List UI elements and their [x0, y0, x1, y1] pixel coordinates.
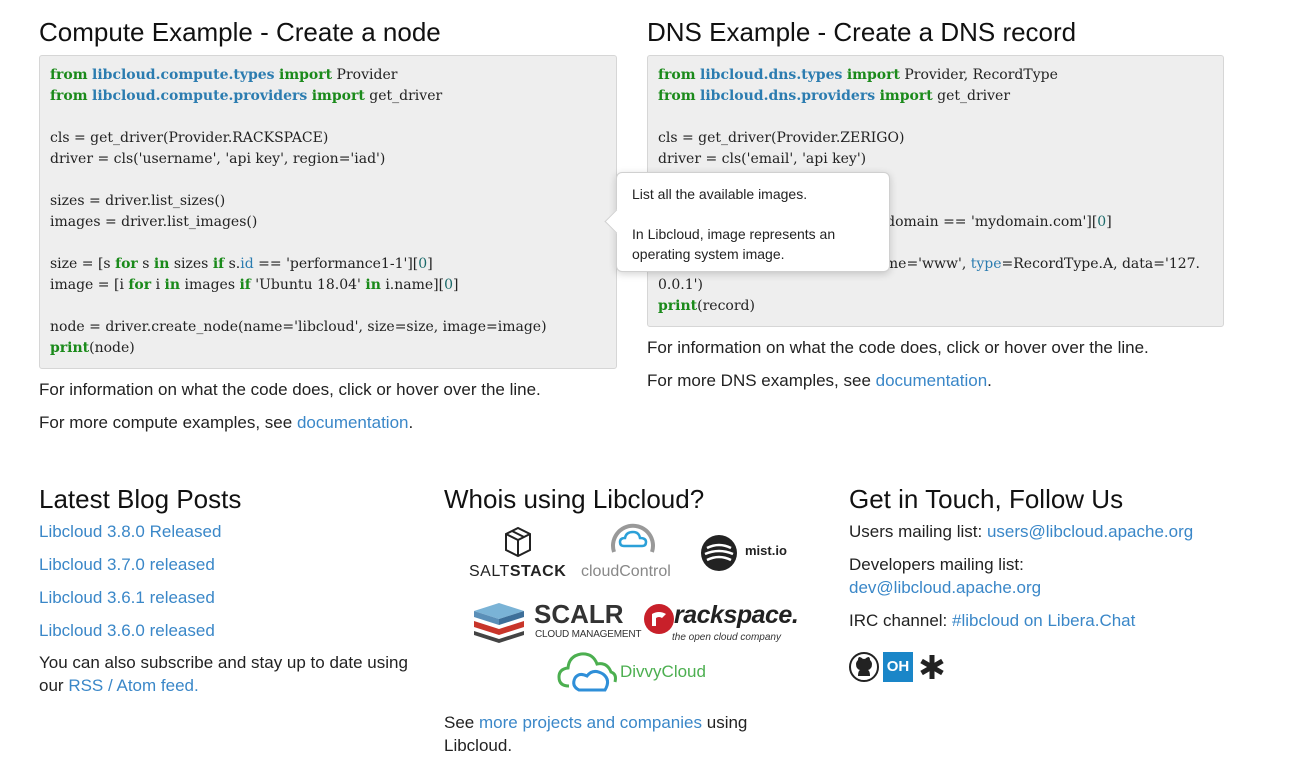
saltstack-logo[interactable]: SALTSTACK [466, 524, 568, 582]
dns-info-text: For information on what the code does, c… [647, 338, 1149, 357]
rackspace-subtitle: the open cloud company [672, 632, 781, 643]
compute-more-suffix: . [408, 413, 414, 432]
code-line[interactable]: cls = get_driver(Provider.RACKSPACE) [50, 130, 329, 146]
see-suffix: using Libcloud. [444, 713, 748, 755]
tooltip-line-1: List all the available images. [632, 186, 808, 202]
compute-info-text: For information on what the code does, c… [39, 380, 541, 399]
code-line[interactable]: image = [i for i in images if 'Ubuntu 18… [50, 277, 459, 293]
code-line-blank [50, 296, 606, 317]
code-tooltip: List all the available images. In Libclo… [616, 172, 890, 272]
openhub-icon[interactable]: OH [883, 652, 913, 682]
users-title: Whois using Libcloud? [444, 484, 705, 514]
users-mailing-list: Users mailing list: users@libcloud.apach… [849, 520, 1193, 543]
compute-documentation-link[interactable]: documentation [296, 413, 409, 432]
cloudcontrol-wordmark: cloudControl [581, 563, 671, 580]
blog-post-link[interactable]: Libcloud 3.8.0 Released [39, 522, 222, 541]
code-line[interactable]: node = driver.create_node(name='libcloud… [50, 319, 547, 335]
asterisk-icon[interactable] [917, 652, 947, 682]
code-line-blank [658, 107, 1213, 128]
dns-title: DNS Example - Create a DNS record [647, 17, 1077, 47]
blog-post-link[interactable]: Libcloud 3.6.0 released [39, 621, 215, 640]
rackspace-mark-icon [644, 604, 674, 634]
compute-more-text: For more compute examples, see documenta… [39, 411, 413, 434]
users-email-link[interactable]: users@libcloud.apache.org [986, 522, 1194, 541]
divvycloud-wordmark: DivvyCloud [620, 662, 706, 681]
saltstack-cube-icon [505, 526, 531, 558]
divvycloud-logo[interactable]: DivvyCloud [557, 650, 707, 694]
rss-feed-link[interactable]: RSS / Atom feed. [68, 676, 199, 695]
code-line[interactable]: 0.0.1') [658, 277, 703, 293]
code-line[interactable]: size = [s for s in sizes if s.id == 'per… [50, 256, 433, 272]
tooltip-line-2: In Libcloud, image represents an operati… [632, 226, 836, 262]
dev-email-link[interactable]: dev@libcloud.apache.org [849, 578, 1042, 597]
scalr-wordmark: SCALR [534, 599, 624, 629]
code-line[interactable]: driver = cls('email', 'api key') [658, 151, 867, 167]
scalr-subtitle: CLOUD MANAGEMENT [535, 629, 642, 640]
code-line-blank [50, 233, 606, 254]
see-more-text: See more projects and companies using Li… [444, 711, 784, 757]
dev-mailing-label: Developers mailing list: [849, 555, 1024, 574]
scalr-logo[interactable]: SCALR CLOUD MANAGEMENT [472, 599, 641, 644]
users-mailing-label: Users mailing list: [849, 522, 983, 541]
irc-channel: IRC channel: #libcloud on Libera.Chat [849, 609, 1135, 632]
code-line[interactable]: print(node) [50, 340, 135, 356]
compute-more-prefix: For more compute examples, see [39, 413, 297, 432]
dns-more-suffix: . [987, 371, 992, 390]
code-line-blank [50, 170, 606, 191]
subscribe-text: You can also subscribe and stay up to da… [39, 653, 408, 695]
code-line-blank [50, 107, 606, 128]
scalr-stack-icon [474, 603, 524, 643]
dev-mailing-list: Developers mailing list: dev@libcloud.apa… [849, 553, 1041, 599]
code-line[interactable]: sizes = driver.list_sizes() [50, 193, 226, 209]
divvycloud-cloud-icon [557, 652, 617, 692]
code-line[interactable]: from libcloud.compute.types import Provi… [50, 67, 398, 83]
blog-title: Latest Blog Posts [39, 484, 242, 514]
mist-wordmark: mist.io [745, 543, 787, 558]
contact-title: Get in Touch, Follow Us [849, 484, 1124, 514]
blog-subscribe-text: You can also subscribe and stay up to da… [39, 651, 424, 697]
compute-code-block: from libcloud.compute.types import Provi… [39, 55, 617, 369]
see-prefix: See [444, 713, 475, 732]
irc-link[interactable]: #libcloud on Libera.Chat [952, 611, 1136, 630]
dns-more-prefix: For more DNS examples, see [647, 371, 876, 390]
dns-documentation-link[interactable]: documentation [875, 371, 988, 390]
blog-post-link[interactable]: Libcloud 3.6.1 released [39, 588, 215, 607]
code-line[interactable]: from libcloud.dns.types import Provider,… [658, 67, 1058, 83]
mist-logo[interactable]: mist.io [700, 534, 792, 572]
irc-label: IRC channel: [849, 611, 948, 630]
cloudcontrol-logo[interactable]: cloudControl [580, 520, 685, 582]
saltstack-wordmark: SALTSTACK [469, 563, 567, 580]
blog-post-link[interactable]: Libcloud 3.7.0 released [39, 555, 215, 574]
rackspace-wordmark: rackspace. [674, 601, 799, 629]
compute-title: Compute Example - Create a node [39, 17, 441, 47]
more-projects-link[interactable]: more projects and companies [478, 713, 702, 732]
cloudcontrol-cloud-icon [611, 523, 655, 553]
code-line[interactable]: from libcloud.dns.providers import get_d… [658, 88, 1011, 104]
code-line[interactable]: print(record) [658, 298, 755, 314]
rackspace-logo[interactable]: rackspace. the open cloud company [642, 600, 799, 646]
code-line-hovered[interactable]: images = driver.list_images() [50, 214, 258, 230]
code-line[interactable]: driver = cls('username', 'api key', regi… [50, 151, 386, 167]
github-icon[interactable] [849, 652, 879, 682]
dns-more-text: For more DNS examples, see documentation… [647, 369, 992, 392]
mist-circle-icon [701, 535, 737, 571]
code-line[interactable]: cls = get_driver(Provider.ZERIGO) [658, 130, 905, 146]
code-line[interactable]: from libcloud.compute.providers import g… [50, 88, 443, 104]
